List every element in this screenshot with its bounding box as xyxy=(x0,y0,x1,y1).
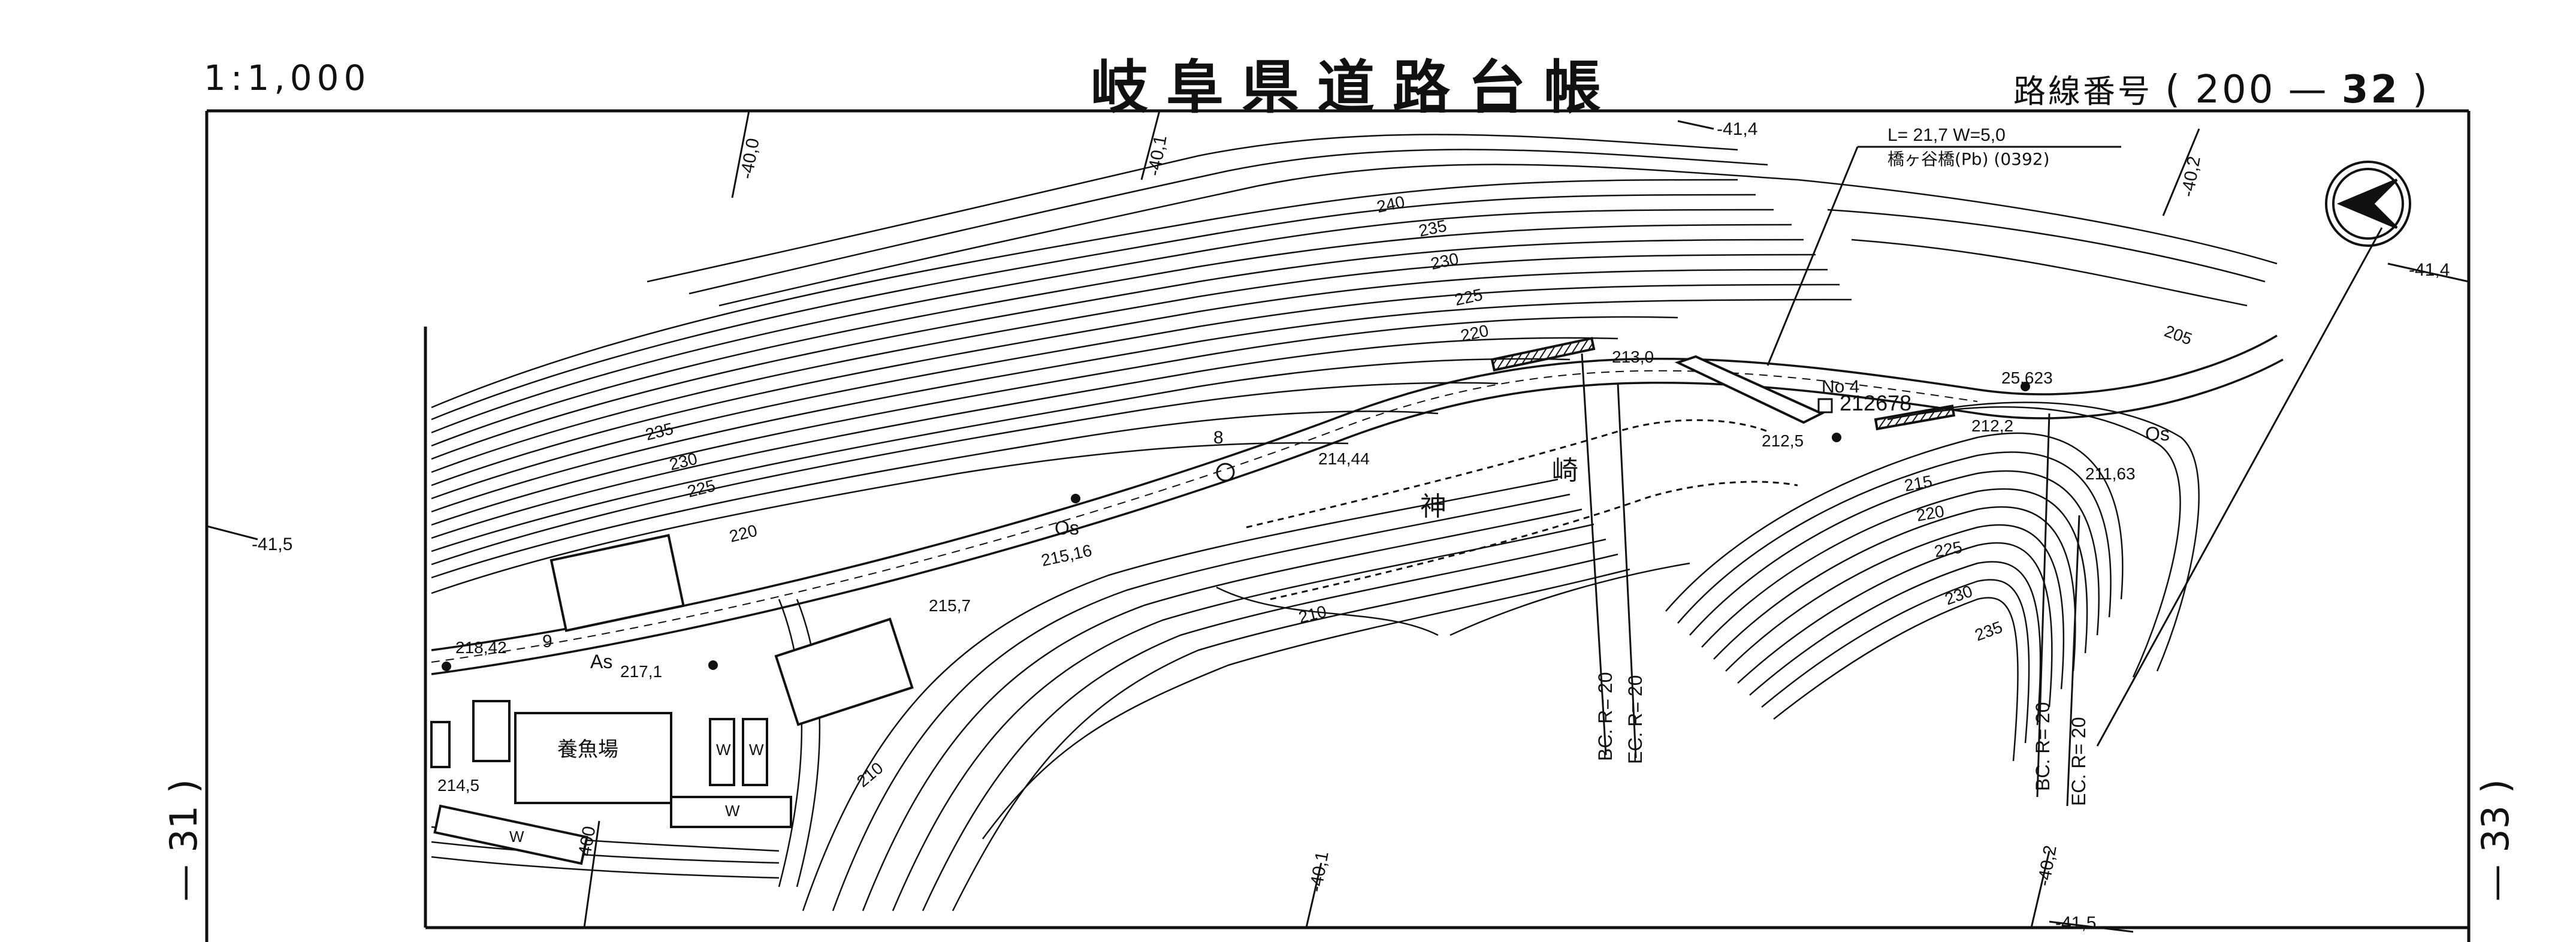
grid-label-400-top: -40,0 xyxy=(736,137,763,180)
grid-label-401-bottom: -40,1 xyxy=(1306,850,1332,893)
contour-230c: 230 xyxy=(1942,582,1975,609)
contour-2157: 215,7 xyxy=(929,596,971,615)
road-surface-as: As xyxy=(590,651,612,672)
contours-lower-right xyxy=(1665,401,2200,762)
route-label: 路線番号 xyxy=(2013,73,2152,110)
curve-bc-2: BC. R= 20 xyxy=(2032,702,2053,791)
spot-height-21516: 215,16 xyxy=(1040,541,1094,570)
contour-205: 205 xyxy=(2162,322,2195,349)
bridge xyxy=(1490,337,1956,431)
bridge-name: 橋ヶ谷橋(Pb) (0392) xyxy=(1888,149,2050,169)
contour-235b: 235 xyxy=(644,419,675,443)
contour-210a: 210 xyxy=(853,759,887,791)
contour-225b: 225 xyxy=(685,476,717,500)
road-surface-os-2: Os xyxy=(2145,423,2170,445)
contours-upper xyxy=(431,134,2278,594)
route-close: ) xyxy=(2412,68,2430,112)
spot-markers xyxy=(442,382,2030,671)
spot-height-2130: 213,0 xyxy=(1612,348,1654,366)
contour-225c: 225 xyxy=(1933,538,1964,561)
contour-210b: 210 xyxy=(1297,602,1328,626)
map-frame xyxy=(205,109,2471,942)
contour-220a: 220 xyxy=(1459,321,1490,345)
spot-height-2125: 212,5 xyxy=(1762,431,1804,450)
bridge-dims: L= 21,7 W=5,0 xyxy=(1888,125,2006,145)
riverbank xyxy=(1246,419,1798,600)
grid-label-401-top: -40,1 xyxy=(1144,134,1170,177)
sheet-match-line xyxy=(2096,227,2383,747)
building-w-2: W xyxy=(749,741,764,759)
grid-label-402-top: -40,2 xyxy=(2178,155,2204,198)
grid-label-414-right: -41,4 xyxy=(2409,260,2450,280)
map-scale: 1:1,000 xyxy=(204,58,371,98)
grid-label-414-top: -41,4 xyxy=(1717,119,1757,139)
contours-valley xyxy=(802,478,1690,911)
route-dash: — xyxy=(2288,68,2329,112)
contour-235a: 235 xyxy=(1417,216,1448,240)
contour-240: 240 xyxy=(1375,192,1406,216)
north-arrow-icon xyxy=(2325,161,2411,247)
curve-ec-2: EC. R= 20 xyxy=(2068,717,2089,806)
route-b: 32 xyxy=(2341,68,2400,112)
bridge-leader xyxy=(1766,146,2121,366)
grid-lines xyxy=(206,110,2469,933)
contour-230b: 230 xyxy=(668,449,699,473)
grid-label-400-bottom: 400 xyxy=(575,825,599,858)
route-open: ( xyxy=(2165,68,2183,112)
contour-230a: 230 xyxy=(1429,249,1460,273)
spot-height-2171: 217,1 xyxy=(620,662,662,681)
route-number: 路線番号 ( 200 — 32 ) xyxy=(2013,65,2430,112)
building-w-1: W xyxy=(716,741,731,759)
bridge-elevation: 212678 xyxy=(1840,391,1911,415)
spot-height-21444: 214,44 xyxy=(1318,449,1370,468)
building-w-3: W xyxy=(725,802,740,820)
place-name-kami: 神 xyxy=(1420,491,1446,522)
spot-height-25623: 25,623 xyxy=(2001,369,2053,387)
grid-label-415-left: -41,5 xyxy=(252,535,292,554)
contour-235c: 235 xyxy=(1972,618,2005,645)
spot-height-2145: 214,5 xyxy=(437,776,479,795)
facility-label: 養魚場 xyxy=(557,738,618,762)
contour-220c: 220 xyxy=(1915,502,1946,525)
route-a: 200 xyxy=(2195,68,2276,112)
place-name-saki: 崎 xyxy=(1552,455,1578,486)
station-9: 9 xyxy=(542,632,552,651)
spot-height-21163: 211,63 xyxy=(2085,464,2136,483)
grid-label-402-bottom: -40,2 xyxy=(2034,844,2060,887)
road-surface-os-1: Os xyxy=(1055,517,1079,539)
buildings xyxy=(430,534,914,865)
spot-height-21842: 218,42 xyxy=(455,638,507,657)
contour-225a: 225 xyxy=(1453,285,1484,309)
station-8: 8 xyxy=(1213,428,1224,448)
contour-220b: 220 xyxy=(727,521,759,545)
main-road xyxy=(431,334,2284,675)
spot-height-2122: 212,2 xyxy=(1971,416,2013,435)
bridge-number: No 4 xyxy=(1822,377,1859,397)
building-w-4: W xyxy=(509,828,524,846)
contour-215: 215 xyxy=(1903,472,1934,495)
grid-label-415-bottom: -41,5 xyxy=(2055,913,2096,933)
